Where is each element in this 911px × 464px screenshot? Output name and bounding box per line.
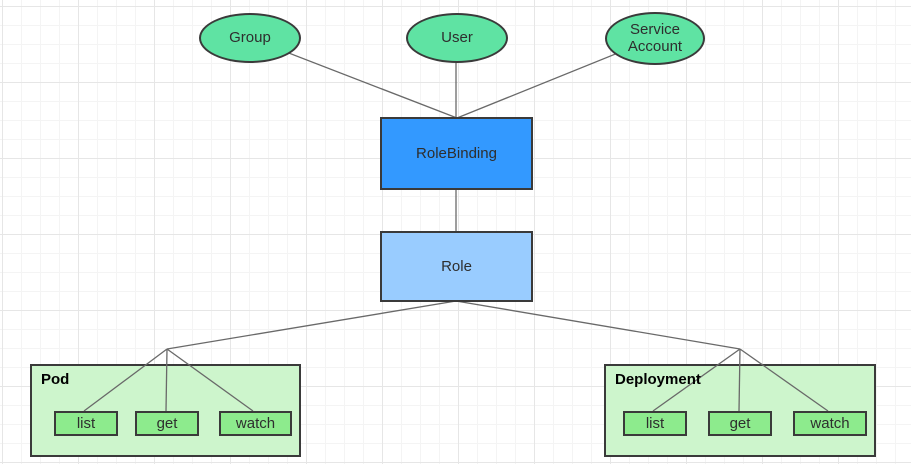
- node-rolebinding-label: RoleBinding: [416, 145, 497, 162]
- verb-box-deployment-list[interactable]: list: [623, 411, 687, 436]
- node-group-label: Group: [229, 28, 271, 46]
- verb-label: get: [729, 415, 751, 432]
- verb-label: watch: [235, 415, 276, 432]
- node-service-account-label: Service Account: [627, 20, 683, 55]
- node-user[interactable]: User: [406, 13, 508, 63]
- node-group[interactable]: Group: [199, 13, 301, 63]
- verb-label: get: [156, 415, 178, 432]
- node-user-label: User: [441, 28, 473, 46]
- verb-label: watch: [810, 415, 850, 432]
- verb-box-pod-get[interactable]: get: [135, 411, 199, 436]
- node-service-account[interactable]: Service Account: [605, 12, 705, 65]
- container-pod-label: Pod: [41, 371, 70, 388]
- verb-box-pod-list[interactable]: list: [54, 411, 118, 436]
- verb-label: list: [76, 415, 96, 432]
- node-role-label: Role: [441, 258, 472, 275]
- node-rolebinding[interactable]: RoleBinding: [380, 117, 533, 190]
- container-deployment[interactable]: Deployment list get watch: [604, 364, 876, 457]
- verb-box-deployment-watch[interactable]: watch: [793, 411, 867, 436]
- container-deployment-label: Deployment: [615, 371, 701, 388]
- node-role[interactable]: Role: [380, 231, 533, 302]
- container-pod[interactable]: Pod list get watch: [30, 364, 301, 457]
- verb-box-pod-watch[interactable]: watch: [219, 411, 292, 436]
- verb-box-deployment-get[interactable]: get: [708, 411, 772, 436]
- verb-label: list: [645, 415, 665, 432]
